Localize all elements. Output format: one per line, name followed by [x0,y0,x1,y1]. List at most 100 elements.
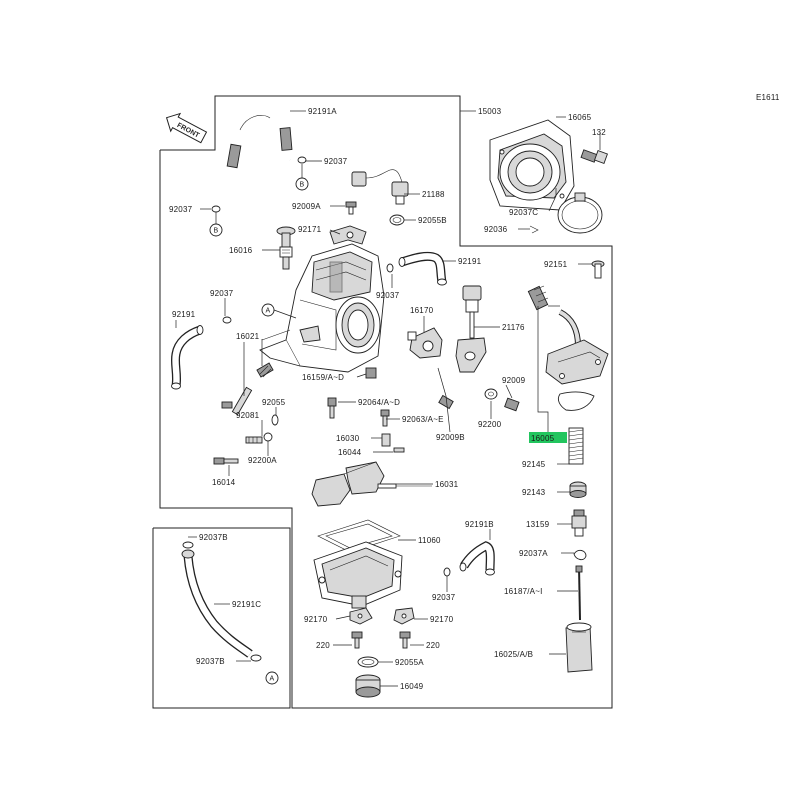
band-92036 [529,225,539,234]
screw-220-right [399,631,411,649]
sensor-21176 [455,285,487,373]
main-frame [159,95,613,709]
label-16159: 16159/A~D [302,373,344,382]
plug-16049 [355,674,381,698]
clamp-92037-mid [386,263,394,273]
label-16049: 16049 [400,682,424,691]
jet-16030 [381,433,391,447]
label-92200A: 92200A [248,456,277,465]
screw-92009A [345,201,357,215]
label-16025: 16025/A/B [494,650,533,659]
label-92145: 92145 [522,460,546,469]
pin-16044 [393,447,405,453]
label-132: 132 [592,128,606,137]
label-16014: 16014 [212,478,236,487]
label-16021: 16021 [236,332,260,341]
label-92191A: 92191A [308,107,337,116]
label-92037-left: 92037 [169,205,193,214]
label-16187: 16187/A~I [504,587,543,596]
label-92063: 92063/A~E [402,415,444,424]
label-13159: 13159 [526,520,550,529]
label-16065: 16065 [568,113,592,122]
svg-text:B: B [300,182,305,189]
label-220-right: 220 [426,641,440,650]
label-92037B-top: 92037B [199,533,228,542]
label-92009B: 92009B [436,433,465,442]
label-92037C: 92037C [509,208,538,217]
holder-92171 [329,225,367,245]
clamp-92037-top [297,156,307,164]
jet-92063 [380,409,390,427]
float-16031 [311,461,432,507]
screw-92009 [504,397,520,412]
label-16044: 16044 [338,448,362,457]
leader-lines [175,110,601,687]
front-arrow-icon: FRONT [165,112,208,144]
svg-text:B: B [214,228,219,235]
label-92191-left: 92191 [172,310,196,319]
label-92055: 92055 [262,398,286,407]
clamp-92037B-top [182,541,194,549]
cover-92170-left [349,607,373,625]
needle-16187 [575,565,583,621]
callout-b-top: B [295,164,309,191]
hose-frame [152,527,291,709]
clamp-92037-mid2 [222,316,232,324]
clamp-92037B-bot [250,654,262,662]
label-220-left: 220 [316,641,330,650]
screw-16014 [213,457,239,465]
label-92200: 92200 [478,420,502,429]
label-92009A: 92009A [292,202,321,211]
hose-92191-left [170,325,204,390]
screw-92009B [438,394,454,410]
gasket-11060 [317,519,401,553]
label-92037B-bot: 92037B [196,657,225,666]
label-92191C: 92191C [232,600,261,609]
washer-92200 [484,388,498,400]
jet-16021-needle [221,386,253,416]
label-16005: 16005 [531,434,555,443]
label-92037-mid: 92037 [376,291,400,300]
vent-hose-92191A [211,105,293,206]
label-92143: 92143 [522,488,546,497]
label-92191: 92191 [458,257,482,266]
label-92009: 92009 [502,376,526,385]
label-21176: 21176 [502,323,525,332]
spring-92145 [568,427,584,465]
slide-16025 [565,622,593,673]
jet-16021 [256,362,274,378]
diagram-code: E1611 [756,93,780,102]
intake-duct-16065 [489,119,575,211]
clip-92037A [573,549,587,561]
label-92037-top: 92037 [324,157,348,166]
o-ring-92055B [389,214,405,226]
cap-92143 [569,481,587,498]
hose-92191B [459,541,495,576]
label-16030: 16030 [336,434,360,443]
label-92055A: 92055A [395,658,424,667]
label-11060: 11060 [418,536,441,545]
bolt-132 [580,149,608,164]
label-21188: 21188 [422,190,445,199]
callout-a-mid: A [261,303,297,319]
jet-16159 [365,367,377,379]
svg-text:A: A [266,308,271,315]
label-15003: 15003 [478,107,502,116]
label-92055B: 92055B [418,216,447,225]
plunger-16016 [276,226,296,270]
cover-92170-right [393,607,415,625]
callout-a-low: A [265,671,279,685]
clamp-92037C [557,192,603,234]
label-92037-low: 92037 [432,593,456,602]
callout-b-left: B [209,212,223,237]
jet-92064 [327,397,337,419]
label-16170: 16170 [410,306,434,315]
clamp-92037-low [443,567,451,577]
clamp-92037-left [211,205,221,213]
screw-220-left [351,631,363,649]
label-92170-left: 92170 [304,615,328,624]
valve-13159 [571,509,587,537]
label-92036: 92036 [484,225,508,234]
highlight-16005 [529,432,567,443]
